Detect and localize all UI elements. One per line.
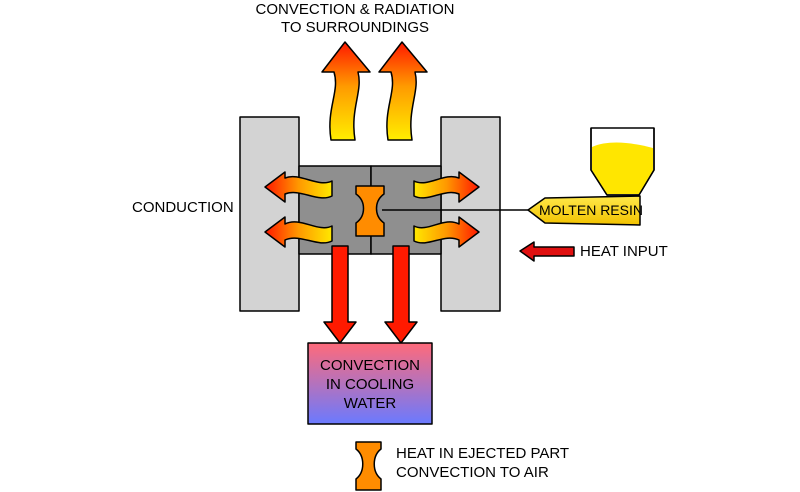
right-mold-plate <box>440 116 501 312</box>
cooling-arrow-right <box>384 245 418 344</box>
molded-part-in-cavity <box>355 185 385 237</box>
hopper-resin-fill <box>592 142 653 194</box>
cooling-water-label-line3: WATER <box>344 395 397 412</box>
ejected-part-label-line2: CONVECTION TO AIR <box>396 464 549 481</box>
molten-resin-label: MOLTEN RESIN <box>539 202 643 218</box>
cooling-arrow-left <box>323 245 357 344</box>
conduction-arrow-upper-right <box>413 171 480 203</box>
ejected-part-label-line1: HEAT IN EJECTED PART <box>396 445 569 462</box>
conduction-arrow-lower-left <box>264 216 333 248</box>
cooling-water-label-line1: CONVECTION <box>320 357 420 374</box>
heat-up-arrow-left <box>321 41 371 141</box>
heat-up-arrow-right <box>378 41 428 141</box>
heat-input-arrow <box>519 241 575 262</box>
conduction-arrow-lower-right <box>413 216 480 248</box>
convection-radiation-label-line1: CONVECTION & RADIATION <box>256 1 455 18</box>
molten-resin-nozzle <box>527 195 641 226</box>
ejected-part-icon <box>355 441 382 491</box>
convection-radiation-label-line2: TO SURROUNDINGS <box>281 19 429 36</box>
conduction-arrow-upper-left <box>264 171 333 203</box>
heat-input-label: HEAT INPUT <box>580 243 668 260</box>
cooling-water-label-line2: IN COOLING <box>326 376 414 393</box>
left-mold-plate <box>239 116 300 312</box>
conduction-label: CONDUCTION <box>132 199 234 216</box>
cooling-water-box <box>307 342 433 425</box>
